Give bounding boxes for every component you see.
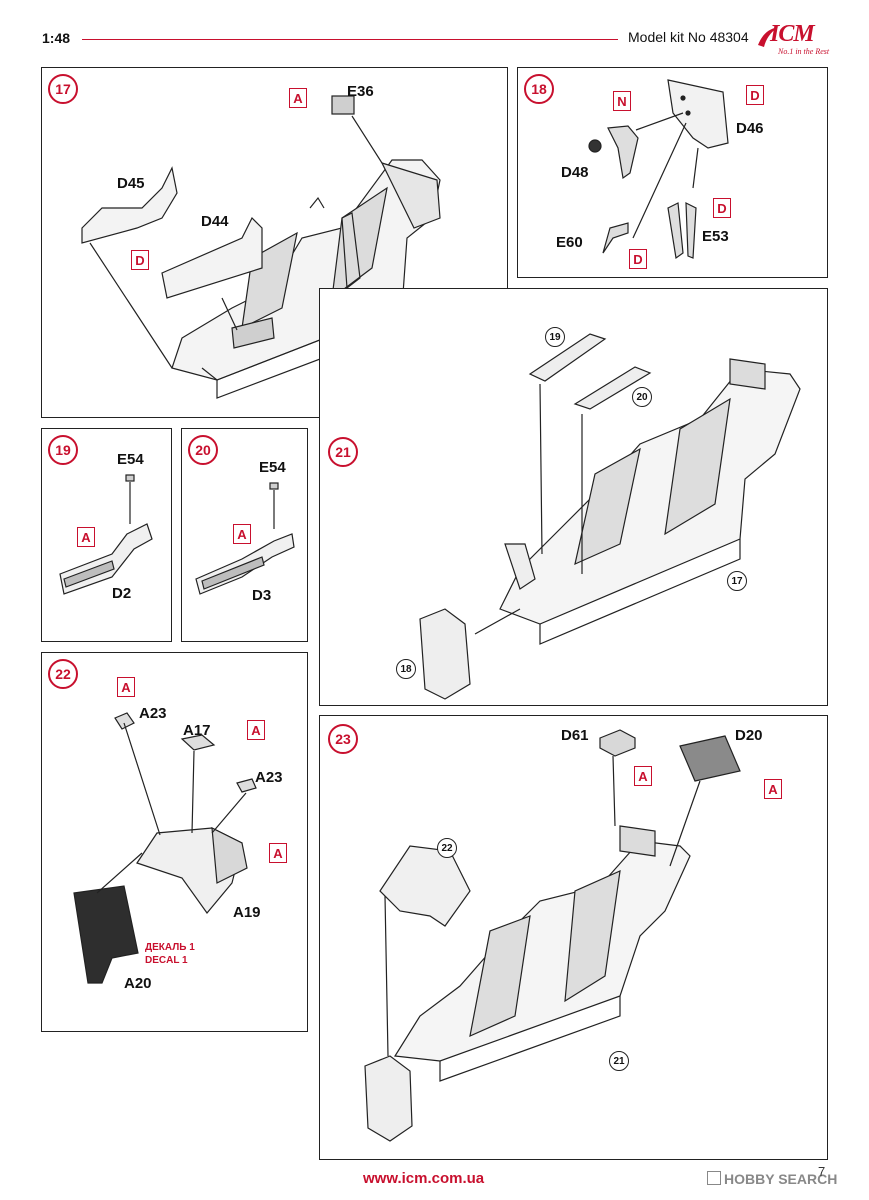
step-ref-19: 19	[545, 327, 565, 347]
step-23-panel: 23 D61 D20 A A 22 21	[319, 715, 828, 1160]
step-18-panel: 18 N D D46 D48 D E53 E60 D	[517, 67, 828, 278]
color-code-d-bottom: D	[629, 249, 647, 269]
part-d44-label: D44	[201, 213, 229, 230]
color-code-a-2: A	[247, 720, 265, 740]
step-17-panel: 17 A E36 D45 D44 D 16	[41, 67, 508, 418]
step-22-panel: 22 A A23 A17 A A23 A A19 ДЕКАЛЬ 1 DECAL …	[41, 652, 308, 1032]
step-ref-17: 17	[727, 571, 747, 591]
color-code-a-1: A	[634, 766, 652, 786]
website-url[interactable]: www.icm.com.ua	[363, 1170, 485, 1187]
part-a23-label-1: A23	[139, 705, 167, 722]
color-code-a: A	[77, 527, 95, 547]
part-d61-label: D61	[561, 727, 589, 744]
icm-logo: ICM No.1 in the Rest	[756, 19, 836, 61]
logo-tagline: No.1 in the Rest	[778, 47, 830, 56]
page-number: 7	[818, 1164, 826, 1179]
step-22-drawing	[73, 712, 257, 984]
part-a20-label: A20	[124, 975, 152, 992]
logo-swoosh-icon	[758, 27, 778, 47]
step-ref-22: 22	[437, 838, 457, 858]
step-18-number: 18	[524, 74, 554, 104]
part-d20-label: D20	[735, 727, 763, 744]
step-21-drawing	[419, 333, 801, 700]
part-d46-label: D46	[736, 120, 764, 137]
decal-en-label: DECAL 1	[145, 955, 188, 966]
part-d2-label: D2	[112, 585, 132, 602]
decal-ru-label: ДЕКАЛЬ 1	[145, 942, 195, 953]
step-21-panel: 21 19 20 17 18	[319, 288, 828, 706]
logo-wordmark: ICM	[770, 21, 815, 47]
step-23-drawing	[364, 729, 741, 1142]
step-21-number: 21	[328, 437, 358, 467]
kit-number: Model kit No 48304	[628, 29, 749, 45]
step-20-drawing	[195, 482, 295, 595]
step-18-drawing	[588, 79, 729, 260]
step-ref-21: 21	[609, 1051, 629, 1071]
color-code-a: A	[233, 524, 251, 544]
part-e54-label: E54	[259, 459, 286, 476]
header-rule	[82, 39, 618, 40]
part-e54-label: E54	[117, 451, 144, 468]
part-a17-label: A17	[183, 722, 211, 739]
part-d48-label: D48	[561, 164, 589, 181]
part-e60-label: E60	[556, 234, 583, 251]
step-17-number: 17	[48, 74, 78, 104]
step-20-number: 20	[188, 435, 218, 465]
part-a23-label-2: A23	[255, 769, 283, 786]
watermark-logo-icon	[707, 1171, 721, 1185]
hobby-search-watermark: HOBBY SEARCH	[707, 1171, 837, 1187]
color-code-a: A	[289, 88, 307, 108]
part-a19-label: A19	[233, 904, 261, 921]
color-code-n: N	[613, 91, 631, 111]
color-code-d-top: D	[746, 85, 764, 105]
step-19-panel: 19 E54 A D2	[41, 428, 172, 642]
step-22-number: 22	[48, 659, 78, 689]
part-d3-label: D3	[252, 587, 272, 604]
scale-label: 1:48	[42, 30, 71, 46]
part-e53-label: E53	[702, 228, 729, 245]
step-ref-20: 20	[632, 387, 652, 407]
color-code-a-3: A	[269, 843, 287, 863]
color-code-a-1: A	[117, 677, 135, 697]
color-code-d-right: D	[713, 198, 731, 218]
step-ref-18: 18	[396, 659, 416, 679]
color-code-d: D	[131, 250, 149, 270]
step-19-drawing	[59, 474, 153, 595]
step-17-drawing	[81, 95, 441, 399]
step-20-panel: 20 E54 A D3	[181, 428, 308, 642]
watermark-text: HOBBY SEARCH	[724, 1171, 838, 1187]
part-d45-label: D45	[117, 175, 145, 192]
step-19-number: 19	[48, 435, 78, 465]
step-23-number: 23	[328, 724, 358, 754]
part-e36-label: E36	[347, 83, 374, 100]
color-code-a-2: A	[764, 779, 782, 799]
